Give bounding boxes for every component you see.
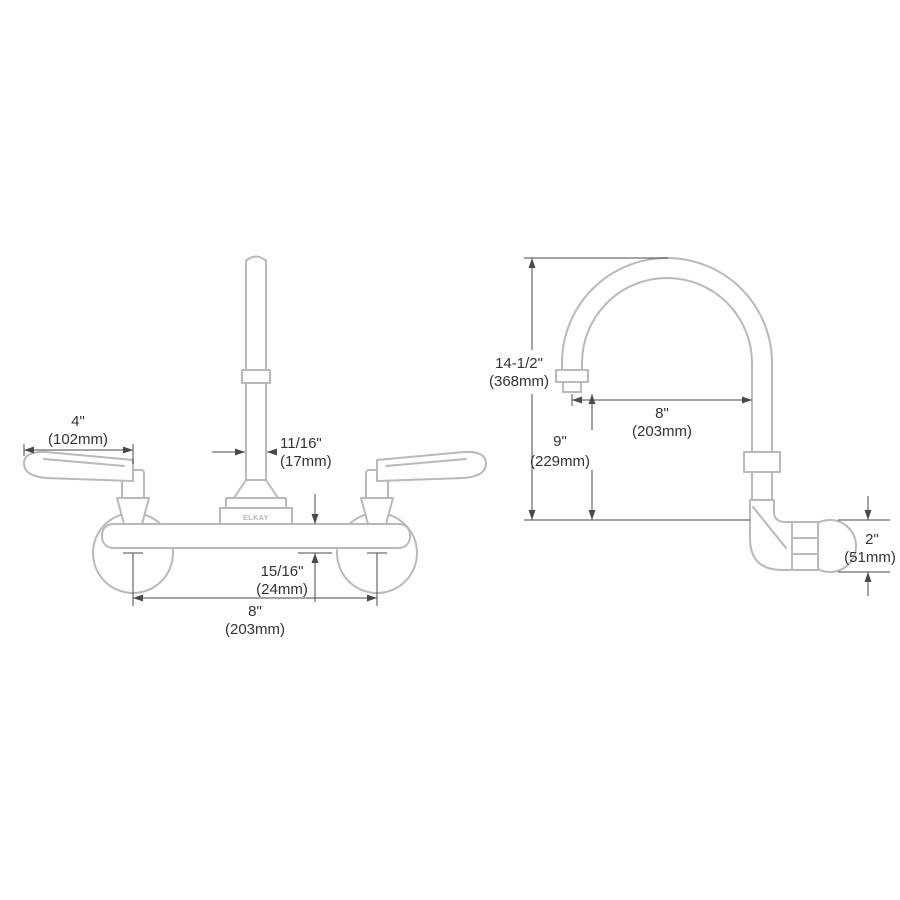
- dim-spout-reach: 8" (203mm): [571, 394, 752, 440]
- dim-faucet-centers-mm: (203mm): [225, 621, 285, 638]
- elbow-detail: [752, 506, 787, 549]
- spout-base-lower: [219, 507, 293, 525]
- dim-overall-height-mm: (368mm): [489, 373, 549, 390]
- dim-flange-diameter-in: 2": [865, 531, 879, 548]
- flange-nut: [791, 521, 819, 571]
- left-bonnet: [116, 497, 150, 525]
- dim-flange-diameter: 2" (51mm): [838, 496, 896, 596]
- dim-body-offset-in: 15/16": [261, 563, 304, 580]
- outlet-coupling: [555, 369, 589, 383]
- dim-spout-diameter-mm: (17mm): [280, 453, 332, 470]
- dim-faucet-centers: 8" (203mm): [132, 553, 378, 638]
- dim-body-offset-mm: (24mm): [256, 581, 308, 598]
- dim-outlet-height-in: 9": [553, 433, 567, 450]
- dim-spout-reach-mm: (203mm): [632, 423, 692, 440]
- right-bonnet: [360, 497, 394, 525]
- riser-coupling: [241, 369, 271, 384]
- dim-overall-height: 14-1/2" (368mm): [489, 257, 750, 521]
- left-blade-contour: [43, 458, 125, 467]
- dim-handle-length-mm: (102mm): [48, 431, 108, 448]
- dim-outlet-height: 9" (229mm): [530, 394, 596, 520]
- dim-faucet-centers-in: 8": [248, 603, 262, 620]
- spout-base-flare: [233, 479, 279, 499]
- dim-outlet-height-mm: (229mm): [530, 453, 590, 470]
- dim-handle-length-in: 4": [71, 413, 85, 430]
- riser-nut: [743, 451, 781, 473]
- faucet-body: [101, 523, 411, 549]
- brand-logo-text: ELKAY: [243, 515, 269, 522]
- left-handle-blade: [23, 450, 134, 482]
- spout-base-upper: [225, 497, 287, 509]
- dim-spout-diameter-in: 11/16": [280, 435, 322, 452]
- dim-body-offset: 15/16" (24mm): [256, 494, 332, 602]
- dim-spout-reach-in: 8": [655, 405, 669, 422]
- dim-flange-diameter-mm: (51mm): [844, 549, 896, 566]
- side-view-drawing: [555, 257, 857, 573]
- right-blade-contour: [385, 458, 467, 467]
- dim-handle-length: 4" (102mm): [23, 413, 134, 464]
- dim-overall-height-in: 14-1/2": [495, 355, 543, 372]
- riser-top-cap: [245, 255, 267, 262]
- right-handle-blade: [376, 450, 487, 482]
- front-view-drawing: ELKAY: [23, 255, 487, 594]
- gooseneck-outer-arc: [561, 257, 773, 364]
- dim-spout-diameter: 11/16" (17mm): [212, 435, 332, 470]
- gooseneck-inner-arc: [581, 277, 753, 364]
